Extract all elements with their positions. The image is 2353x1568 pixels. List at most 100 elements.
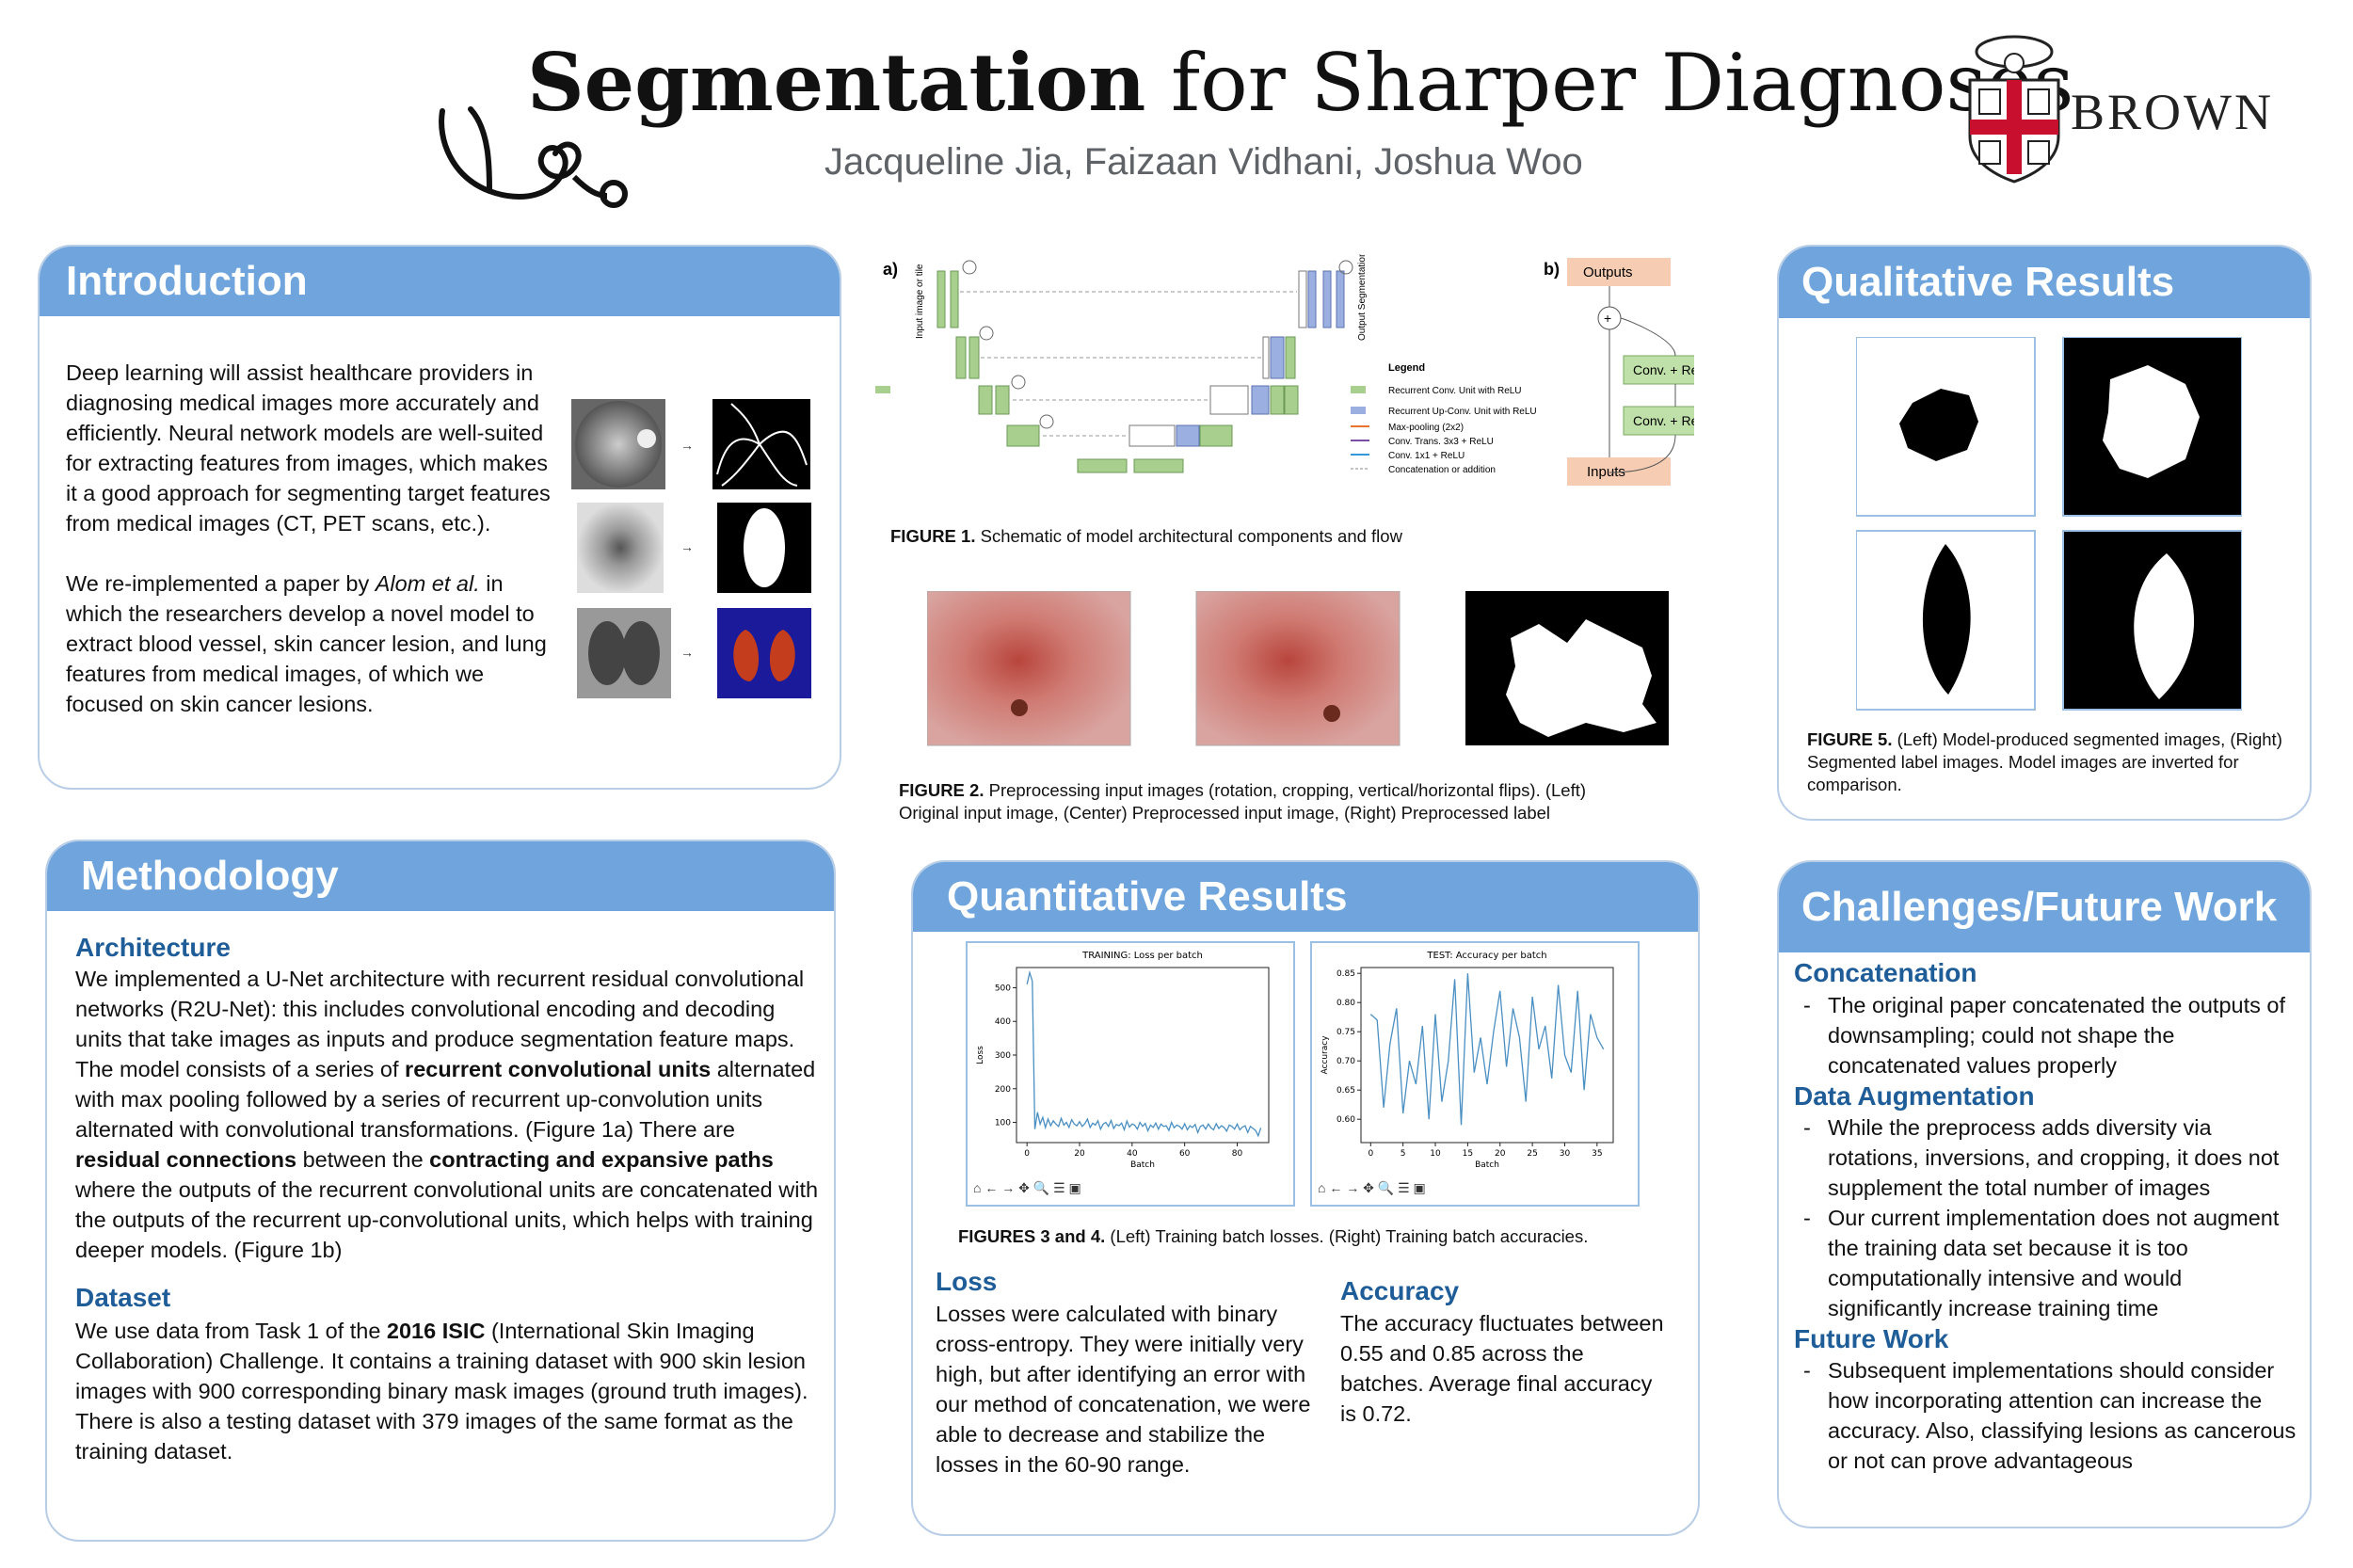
accuracy-plot-frame: TEST: Accuracy per batch 0 5 10 15 20 25 30 35 0.… [1310,941,1640,1207]
figure1-conv-relu-2: Conv. + ReLU [1633,413,1694,428]
authors: Jacqueline Jia, Faizaan Vidhani, Joshua … [824,141,1583,183]
y-tick-label: 400 [995,1017,1011,1027]
figure1-label-b: b) [1544,260,1560,279]
figure1-caption: FIGURE 1. Schematic of model architectur… [890,526,1402,546]
loss-text: Losses were calculated with binary cross… [936,1302,1311,1477]
section-heading: Qualitative Results [1779,247,2310,318]
section-heading: Challenges/Future Work [1779,862,2310,952]
accuracy-heading: Accuracy [1340,1276,1460,1305]
x-tick-label: 5 [1401,1149,1406,1159]
y-tick-label: 300 [995,1051,1011,1061]
y-tick-label: 0.70 [1337,1057,1355,1066]
y-tick-label: 500 [995,984,1011,993]
list-item: Subsequent implementations should consid… [1794,1355,2302,1476]
legend-item: Conv. Trans. 3x3 + ReLU [1388,437,1494,447]
challenges-panel: Challenges/Future Work Concatenation The… [1777,860,2312,1528]
figure1-architecture-diagram: a) Input image or tile Output Segmentati… [875,254,1694,486]
x-tick-label: 25 [1527,1149,1537,1159]
figure5-segmentation-images [1856,337,2242,711]
figure1-inputs: Inputs [1587,464,1625,480]
list-item: Our current implementation does not augm… [1794,1203,2302,1323]
qualitative-results-panel: Qualitative Results FIGURE 5. (Left) Mod… [1777,245,2312,821]
series-line [1026,969,1262,1138]
challenges-content: Concatenation The original paper concate… [1794,956,2302,1476]
brown-shield-logo [1968,35,2060,184]
figure2-caption: FIGURE 2. Preprocessing input images (ro… [899,780,1587,823]
y-tick-label: 0.65 [1337,1086,1355,1096]
figure1-input-label: Input image or tile [915,264,925,339]
dataset-text: We use data from Task 1 of the 2016 ISIC… [75,1319,808,1464]
accuracy-text: The accuracy fluctuates between 0.55 and… [1340,1311,1664,1426]
figure1-plus: + [1604,311,1611,326]
figures3-4-caption: FIGURES 3 and 4. (Left) Training batch l… [958,1226,1589,1246]
introduction-panel: Introduction Deep learning will assist h… [38,245,841,790]
architecture-text: We implemented a U-Net architecture with… [75,967,819,1262]
legend-item: Max-pooling (2x2) [1388,423,1464,433]
x-tick-label: 15 [1463,1149,1473,1159]
y-tick-label: 100 [995,1119,1011,1128]
loss-heading: Loss [936,1267,998,1296]
y-axis-label: Accuracy [1321,1035,1330,1075]
accuracy-chart: TEST: Accuracy per batch 0 5 10 15 20 25 30 35 0.… [1321,951,1614,1170]
intro-text: Deep learning will assist healthcare pro… [66,358,565,719]
legend-item: Conv. 1x1 + ReLU [1388,451,1465,461]
intro-paragraph-1: Deep learning will assist healthcare pro… [66,360,551,536]
intro-example-images: → → → [571,399,811,698]
plot-toolbar[interactable]: ⌂ ← → ✥ 🔍 ☰ ▣ [1318,1180,1426,1195]
x-tick-label: 0 [1368,1149,1373,1159]
chart-title: TRAINING: Loss per batch [1081,951,1203,961]
section-heading: Introduction [40,247,840,316]
x-tick-label: 30 [1560,1149,1571,1159]
y-axis-label: Loss [976,1046,985,1064]
future-work-list: Subsequent implementations should consid… [1794,1355,2302,1476]
y-tick-label: 0.80 [1337,999,1355,1008]
x-tick-label: 35 [1592,1149,1602,1159]
y-tick-label: 0.85 [1337,969,1355,979]
x-tick-label: 10 [1430,1149,1441,1159]
legend-item: Recurrent Conv. Unit with ReLU [1388,386,1522,396]
figure1-label-a: a) [883,260,898,279]
chart-title: TEST: Accuracy per batch [1426,951,1546,961]
x-tick-label: 80 [1232,1149,1243,1159]
concatenation-heading: Concatenation [1794,958,1977,987]
data-augmentation-list: While the preprocess adds diversity via … [1794,1112,2302,1323]
plot-area [1360,967,1614,1144]
section-heading: Methodology [47,841,834,911]
institution-name: BROWN [2071,84,2274,140]
figure5-caption: FIGURE 5. (Left) Model-produced segmente… [1807,729,2282,794]
x-tick-label: 60 [1179,1149,1191,1159]
intro-paragraph-2: We re-implemented a paper by Alom et al.… [66,571,547,716]
x-axis-label: Batch [1130,1160,1155,1170]
quantitative-results-panel: Quantitative Results TRAINING: Loss per … [911,860,1700,1536]
poster-title: Segmentation for Sharper Diagnoses [527,36,2074,129]
section-heading: Quantitative Results [913,862,1698,932]
plot-toolbar[interactable]: ⌂ ← → ✥ 🔍 ☰ ▣ [973,1180,1081,1195]
x-tick-label: 40 [1127,1149,1138,1159]
figure1-output-label: Output Segmentation map [1357,254,1368,341]
list-item: The original paper concatenated the outp… [1794,990,2302,1080]
stethoscope-icon [439,106,628,208]
x-tick-label: 20 [1074,1149,1085,1159]
y-tick-label: 0.60 [1337,1115,1355,1125]
future-work-heading: Future Work [1794,1324,1949,1353]
svg-text:→: → [680,438,694,453]
list-item: While the preprocess adds diversity via … [1794,1112,2302,1203]
svg-text:→: → [680,539,694,554]
figure2-preprocessing-images [927,591,1669,746]
methodology-panel: Methodology Architecture We implemented … [45,840,836,1542]
figure1-outputs: Outputs [1583,264,1633,280]
data-augmentation-heading: Data Augmentation [1794,1081,2035,1111]
concatenation-list: The original paper concatenated the outp… [1794,990,2302,1080]
y-tick-label: 0.75 [1337,1028,1355,1037]
architecture-heading: Architecture [75,933,231,962]
methodology-content: Architecture We implemented a U-Net arch… [75,932,819,1466]
series-line [1369,973,1605,1126]
accuracy-section: Accuracy The accuracy fluctuates between… [1340,1274,1670,1429]
x-tick-label: 20 [1495,1149,1506,1159]
legend-item: Recurrent Up-Conv. Unit with ReLU [1388,407,1537,417]
plot-area [1016,967,1270,1144]
dataset-heading: Dataset [75,1283,171,1312]
figure1-legend-title: Legend [1388,362,1425,374]
